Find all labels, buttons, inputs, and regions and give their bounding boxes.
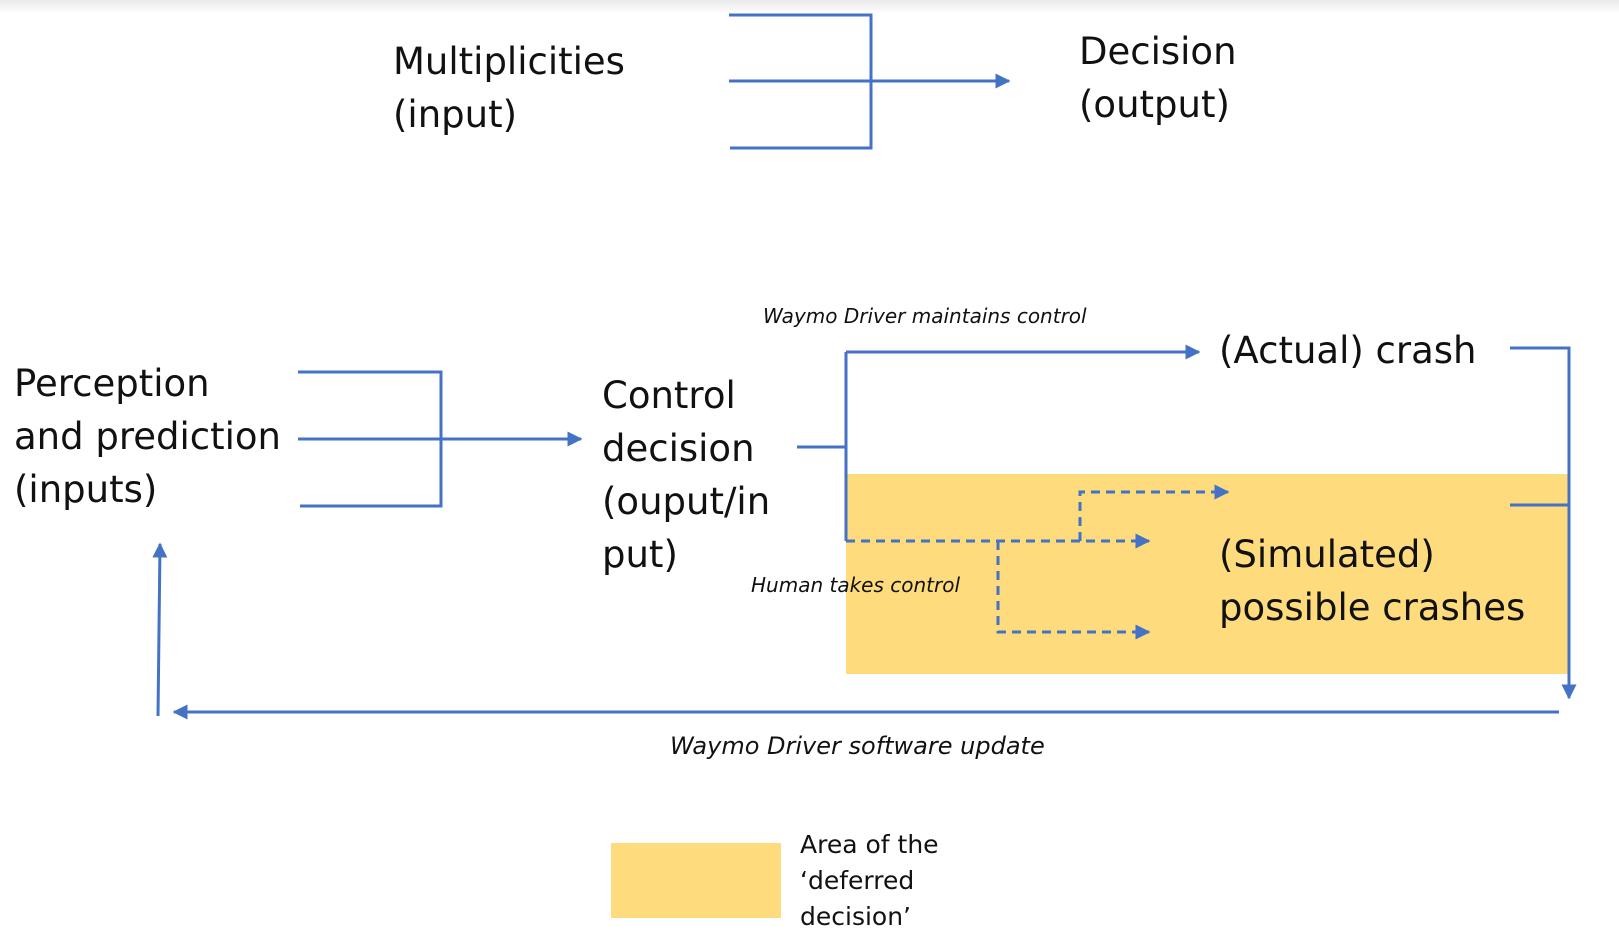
multiplicities-input-label: Multiplicities (input)	[393, 40, 625, 136]
simulated-crashes-label: (Simulated) possible crashes	[1219, 533, 1526, 629]
human-control-dashed-paths	[846, 484, 1230, 640]
deferred-decision-area	[846, 474, 1569, 674]
inputs-bracket	[298, 370, 443, 508]
maintains-control-label: Waymo Driver maintains control	[763, 304, 1087, 328]
perception-prediction-label: Perception and prediction (inputs)	[14, 362, 282, 511]
control-branch-lines	[797, 352, 848, 541]
legend-label: Area of the ‘deferred decision’	[800, 830, 939, 931]
crash-feedback-bracket	[1510, 346, 1571, 691]
legend-swatch	[611, 843, 781, 918]
software-update-label: Waymo Driver software update	[670, 732, 1045, 760]
decision-output-label: Decision (output)	[1079, 30, 1237, 126]
actual-crash-label: (Actual) crash	[1219, 329, 1477, 372]
human-takes-control-label: Human takes control	[751, 573, 961, 597]
software-update-up-arrow	[152, 542, 168, 717]
control-decision-label: Control decision (ouput/in put)	[602, 374, 771, 576]
top-edge-shadow	[0, 0, 1619, 14]
top-bracket	[729, 13, 873, 150]
